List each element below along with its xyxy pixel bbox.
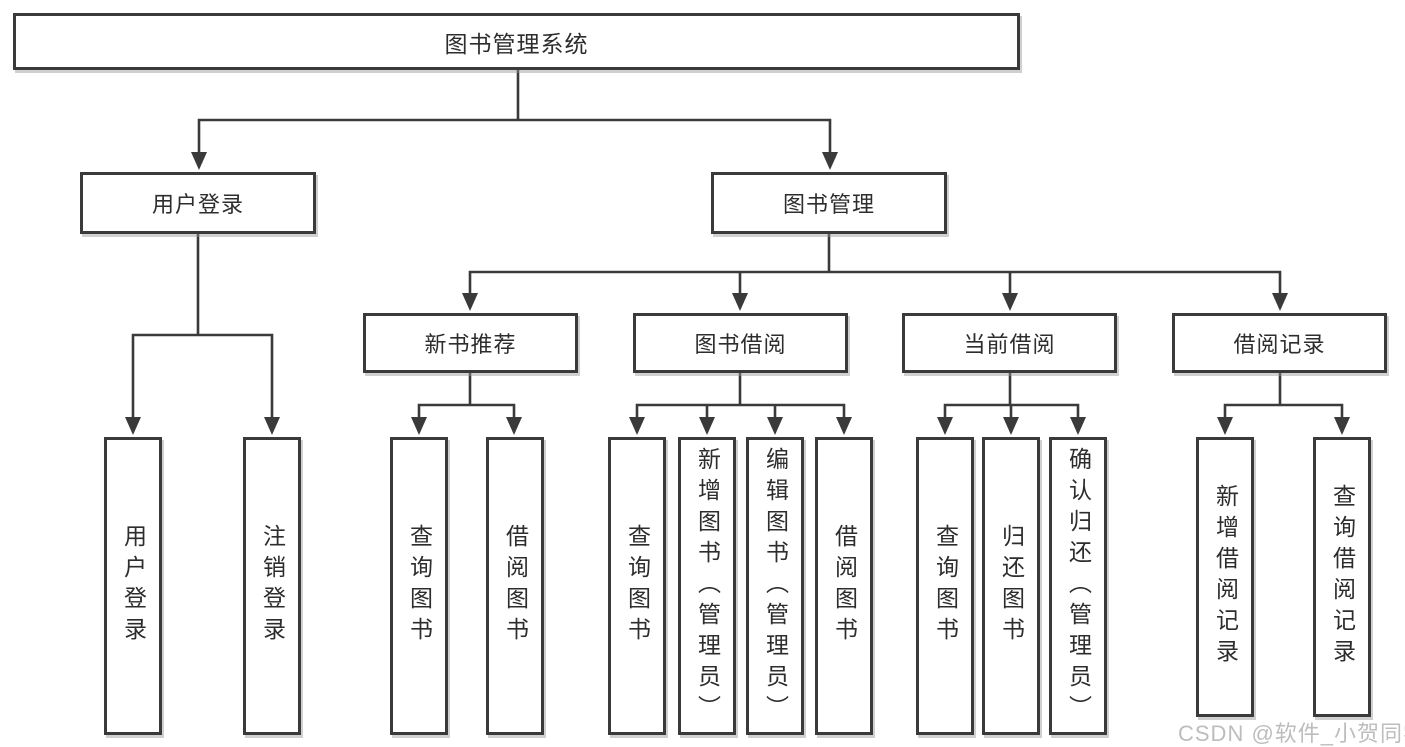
node-label: 确认归还（管理员） (1065, 446, 1092, 726)
leaf-return-book: 归还图书 (982, 437, 1040, 735)
arrowhead (767, 417, 783, 435)
node-label: 查询图书 (932, 524, 959, 648)
node-system-root: 图书管理系统 (13, 13, 1020, 70)
arrowhead (191, 152, 207, 170)
leaf-borrow-books-2: 借阅图书 (815, 437, 873, 735)
arrowhead (1334, 417, 1350, 435)
arrowhead (836, 417, 852, 435)
node-label: 借阅图书 (502, 524, 529, 648)
arrowhead (937, 417, 953, 435)
node-label: 新增借阅记录 (1212, 484, 1239, 670)
leaf-query-books-1: 查询图书 (390, 437, 448, 735)
edge-newbook-split (417, 403, 516, 417)
node-label: 借阅记录 (1233, 332, 1326, 357)
arrowhead (1003, 417, 1019, 435)
node-borrow-records: 借阅记录 (1172, 313, 1387, 373)
arrowhead (822, 152, 838, 170)
arrowhead (264, 417, 280, 435)
arrowhead (506, 417, 522, 435)
arrowhead (629, 417, 645, 435)
arrowhead (462, 293, 478, 311)
node-label: 图书管理 (782, 192, 875, 217)
node-label: 用户登录 (151, 192, 244, 217)
arrowhead (411, 417, 427, 435)
leaf-query-books-3: 查询图书 (916, 437, 974, 735)
edge-root-split (197, 118, 832, 152)
leaf-user-login: 用户登录 (104, 437, 162, 735)
node-label: 当前借阅 (963, 332, 1056, 357)
arrowhead (1272, 293, 1288, 311)
node-book-borrowing: 图书借阅 (633, 313, 848, 373)
node-book-management-branch: 图书管理 (711, 172, 947, 234)
node-current-borrowing: 当前借阅 (902, 313, 1117, 373)
leaf-query-books-2: 查询图书 (608, 437, 666, 735)
node-label: 用户登录 (120, 524, 147, 648)
arrowhead (1217, 417, 1233, 435)
leaf-confirm-return-admin: 确认归还（管理员） (1049, 437, 1107, 735)
node-label: 借阅图书 (831, 524, 858, 648)
leaf-add-book-admin: 新增图书（管理员） (678, 437, 736, 735)
node-user-login-branch: 用户登录 (80, 172, 316, 234)
node-label: 编辑图书（管理员） (762, 446, 789, 726)
node-label: 归还图书 (998, 524, 1025, 648)
leaf-borrow-books-1: 借阅图书 (486, 437, 544, 735)
edge-userlogin-split (131, 333, 274, 417)
edge-records-split (1223, 403, 1344, 417)
arrowhead (1002, 293, 1018, 311)
node-label: 查询借阅记录 (1329, 484, 1356, 670)
node-label: 图书借阅 (694, 332, 787, 357)
node-label: 查询图书 (624, 524, 651, 648)
csdn-watermark: CSDN @软件_小贺同学 (1178, 721, 1405, 746)
leaf-edit-book-admin: 编辑图书（管理员） (746, 437, 804, 735)
arrowhead (732, 293, 748, 311)
node-label: 新增图书（管理员） (694, 446, 721, 726)
node-new-book-recommend: 新书推荐 (363, 313, 578, 373)
leaf-logout: 注销登录 (243, 437, 301, 735)
edge-bookmgmt-split (468, 270, 1282, 293)
node-label: 新书推荐 (424, 332, 517, 357)
node-label: 查询图书 (406, 524, 433, 648)
arrowhead (1070, 417, 1086, 435)
edge-borrow-split (635, 403, 846, 417)
leaf-query-borrow-record: 查询借阅记录 (1313, 437, 1371, 717)
leaf-add-borrow-record: 新增借阅记录 (1196, 437, 1254, 717)
arrowhead (125, 417, 141, 435)
arrowhead (699, 417, 715, 435)
node-label: 注销登录 (259, 524, 286, 648)
node-label: 图书管理系统 (444, 30, 589, 57)
